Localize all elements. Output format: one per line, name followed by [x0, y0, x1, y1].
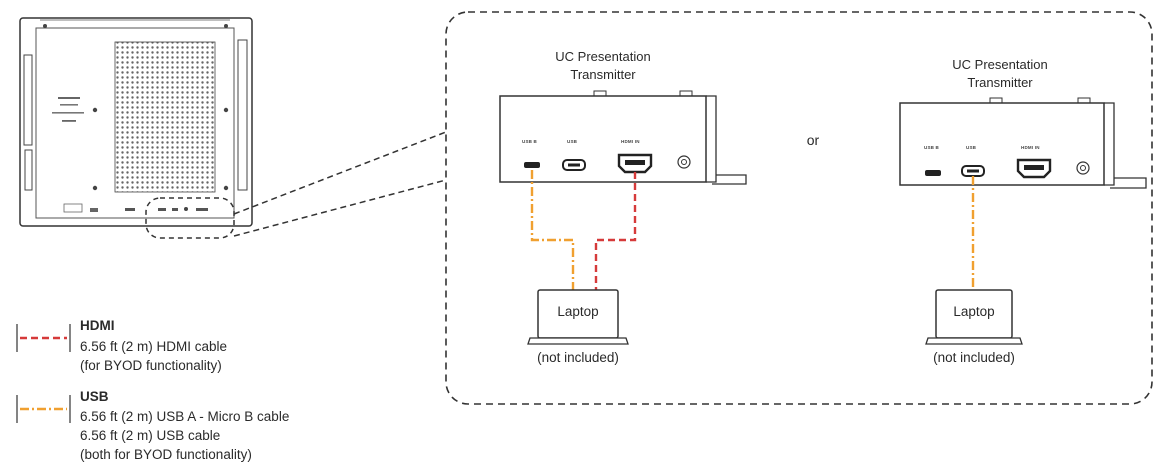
- detail-box: [445, 11, 1153, 405]
- legend-usb-title: USB: [80, 389, 109, 404]
- or-text: or: [806, 132, 820, 148]
- laptop-right-label: Laptop: [953, 304, 995, 319]
- legend-usb-line2: 6.56 ft (2 m) USB cable: [80, 428, 221, 443]
- main-unit: [19, 17, 253, 227]
- hdmi-cable-left: [594, 172, 637, 290]
- not-included-right: (not included): [933, 350, 1015, 365]
- port-label-usb: USB: [567, 139, 578, 144]
- port-label-usb-b: USB B: [522, 139, 538, 144]
- legend-hdmi-line2: (for BYOD functionality): [80, 358, 222, 373]
- port-label-usb: USB: [966, 145, 977, 150]
- transmitter-label-line2: Transmitter: [967, 75, 1033, 90]
- transmitter-right: [899, 97, 1147, 189]
- transmitter-left-label: UC Presentation Transmitter: [503, 48, 703, 84]
- legend-hdmi-title: HDMI: [80, 318, 115, 333]
- legend-hdmi-line1: 6.56 ft (2 m) HDMI cable: [80, 339, 228, 354]
- transmitter-label-line2: Transmitter: [570, 67, 636, 82]
- legend-usb-line3: (both for BYOD functionality): [80, 447, 252, 462]
- legend-usb-line1: 6.56 ft (2 m) USB A - Micro B cable: [80, 409, 290, 424]
- legend-hdmi-symbol: [16, 324, 71, 352]
- transmitter-label-line1: UC Presentation: [555, 49, 651, 64]
- usb-cable-left: [530, 170, 575, 290]
- transmitter-left: [499, 90, 747, 185]
- laptop-left: [527, 289, 629, 345]
- transmitter-right-label: UC Presentation Transmitter: [900, 56, 1100, 92]
- legend-usb-symbol: [16, 395, 71, 423]
- port-label-usb-b: USB B: [924, 145, 940, 150]
- port-label-hdmi-in: HDMI IN: [1021, 145, 1040, 150]
- not-included-left: (not included): [537, 350, 619, 365]
- laptop-right: [925, 289, 1023, 345]
- zoom-callout: [145, 197, 235, 239]
- transmitter-label-line1: UC Presentation: [952, 57, 1048, 72]
- port-label-hdmi-in: HDMI IN: [621, 139, 640, 144]
- laptop-left-label: Laptop: [557, 304, 599, 319]
